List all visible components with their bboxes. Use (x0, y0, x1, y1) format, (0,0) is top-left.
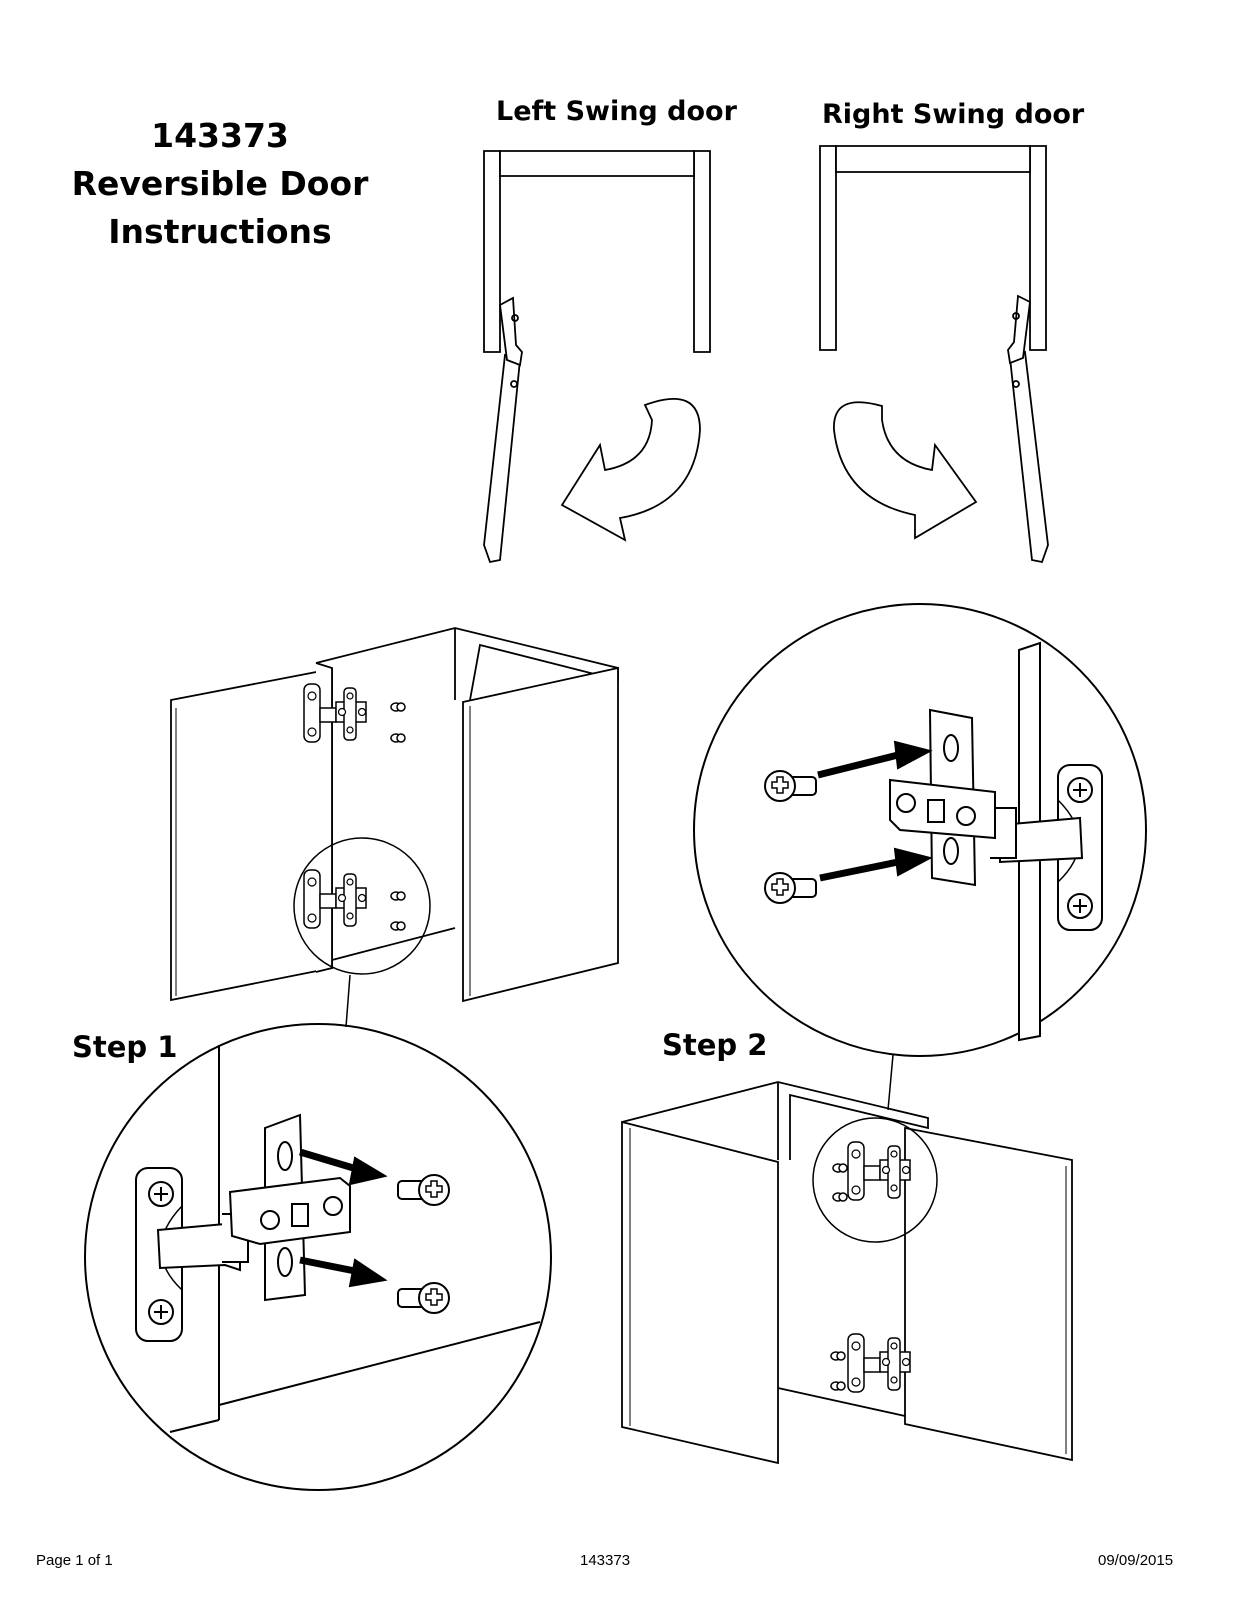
cabinet-right-view (622, 1082, 1072, 1463)
title-part-number: 143373 (151, 116, 289, 155)
step2-detail (694, 604, 1146, 1110)
direction-arrow-icon (350, 1260, 385, 1286)
right-swing-diagram (820, 146, 1048, 562)
left-swing-diagram (484, 151, 710, 562)
footer-page: Page 1 of 1 (36, 1552, 113, 1569)
title-line-3: Instructions (108, 212, 332, 251)
title-line-2: Reversible Door (71, 164, 369, 203)
direction-arrow-icon (895, 742, 930, 768)
right-swing-label: Right Swing door (822, 99, 1085, 130)
footer-date: 09/09/2015 (1098, 1552, 1174, 1569)
footer-doc-number: 143373 (580, 1552, 631, 1569)
step-1-label: Step 1 (72, 1030, 178, 1064)
step-2-label: Step 2 (662, 1028, 768, 1062)
step1-detail (85, 1024, 551, 1490)
cabinet-left-view (171, 628, 618, 1027)
curved-arrow-right-icon (834, 402, 976, 538)
document-title: 143373 Reversible Door Instructions (70, 112, 370, 256)
curved-arrow-left-icon (562, 399, 700, 540)
left-swing-label: Left Swing door (496, 96, 737, 127)
direction-arrow-icon (895, 849, 930, 875)
direction-arrow-icon (350, 1158, 385, 1184)
